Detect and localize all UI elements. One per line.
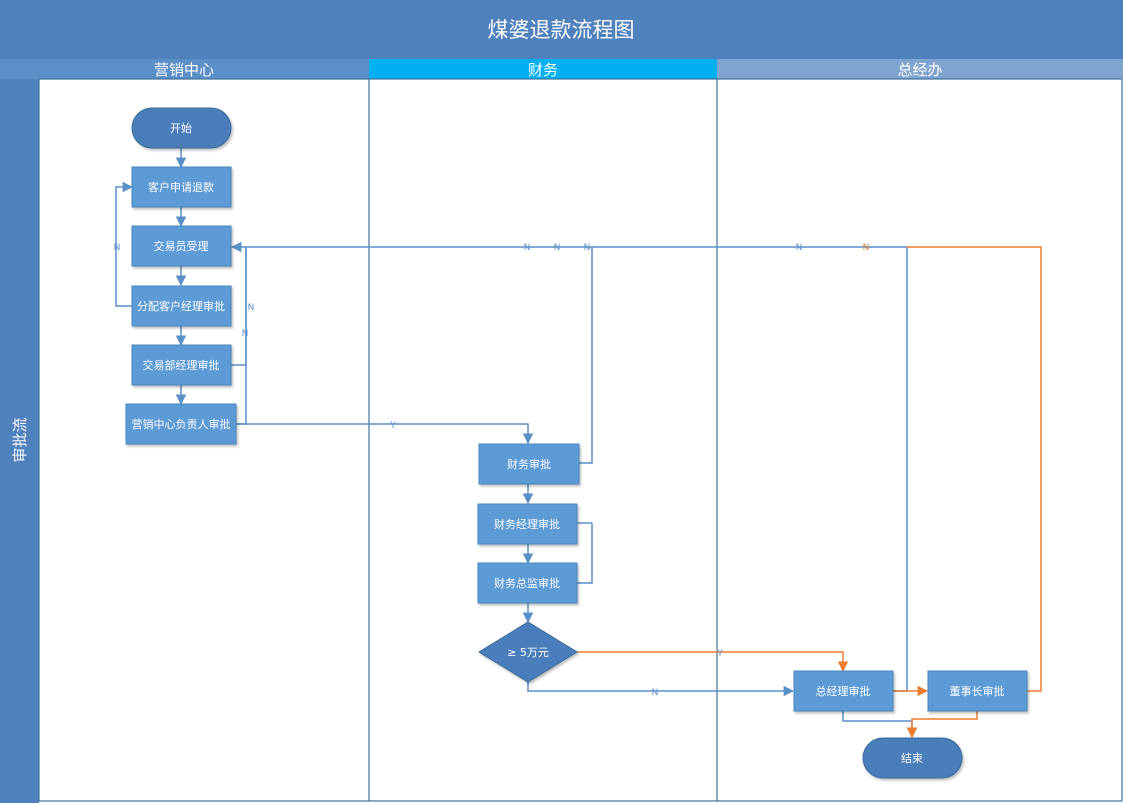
lane-label-finance: 财务 <box>528 61 558 79</box>
node-trader-accept-label: 交易员受理 <box>154 239 209 253</box>
node-marketing-head-label: 营销中心负责人审批 <box>132 417 231 431</box>
node-chairman-approval[interactable]: 董事长审批 <box>927 670 1028 712</box>
edge-head-approve <box>236 423 534 445</box>
edge-chairman-to-end <box>906 711 978 739</box>
edge-dept-reject <box>231 247 247 366</box>
edge-chairman-reject <box>907 246 1042 692</box>
node-customer-apply-label: 客户申请退款 <box>148 180 214 194</box>
edge-assign-reject-loop <box>115 181 134 307</box>
node-finance-manager[interactable]: 财务经理审批 <box>477 503 578 545</box>
connectors-orange <box>577 246 1042 739</box>
lane-label-marketing: 营销中心 <box>154 61 214 79</box>
node-amount-check[interactable]: ≥ 5万元 <box>478 621 578 683</box>
lane-header-gm-office <box>717 59 1123 79</box>
label-y-amount: Y <box>716 649 723 659</box>
node-gm-approval[interactable]: 总经理审批 <box>793 670 894 712</box>
label-n-return-3: N <box>584 243 591 253</box>
node-finance-review[interactable]: 财务审批 <box>478 443 580 485</box>
node-gm-approval-label: 总经理审批 <box>816 684 871 698</box>
label-n-return-5: N <box>863 243 870 253</box>
label-n-head: N <box>242 329 249 339</box>
side-label: 审批流 <box>11 417 29 462</box>
lane-label-gm-office: 总经办 <box>897 61 942 79</box>
side-label-column <box>0 79 39 803</box>
label-n-assign: N <box>114 243 121 253</box>
label-n-dept: N <box>248 303 255 313</box>
node-marketing-head[interactable]: 营销中心负责人审批 <box>125 403 237 445</box>
node-trade-dept-manager-label: 交易部经理审批 <box>143 358 220 372</box>
edge-labels: N N N N N N N N Y Y N <box>114 243 870 698</box>
edge-gm-reject <box>893 247 908 692</box>
node-end-label: 结束 <box>901 752 923 765</box>
edge-findir-reject <box>577 523 593 584</box>
node-end[interactable]: 结束 <box>862 737 963 779</box>
node-finance-director[interactable]: 财务总监审批 <box>477 562 578 604</box>
edge-check-no <box>527 682 795 697</box>
node-start-label: 开始 <box>170 121 192 135</box>
label-n-amount: N <box>652 688 659 698</box>
node-trader-accept[interactable]: 交易员受理 <box>131 225 232 267</box>
label-n-return-4: N <box>796 243 803 253</box>
lane-header-marketing <box>0 59 369 79</box>
node-finance-manager-label: 财务经理审批 <box>494 517 560 531</box>
edge-check-yes <box>577 651 849 673</box>
lanes-frame <box>38 78 1123 802</box>
diagram-title: 煤婆退款流程图 <box>488 18 635 42</box>
node-chairman-approval-label: 董事长审批 <box>950 684 1005 698</box>
node-trade-dept-manager[interactable]: 交易部经理审批 <box>131 344 232 386</box>
label-n-return-1: N <box>524 243 531 253</box>
node-start[interactable]: 开始 <box>131 107 232 149</box>
node-finance-director-label: 财务总监审批 <box>494 576 560 590</box>
connectors-blue <box>115 148 918 739</box>
edge-fin-reject <box>579 247 593 464</box>
node-assign-manager-label: 分配客户经理审批 <box>137 299 225 313</box>
title-bar <box>0 0 1123 59</box>
node-finance-review-label: 财务审批 <box>507 457 551 471</box>
node-customer-apply[interactable]: 客户申请退款 <box>131 166 232 208</box>
edge-gm-to-end <box>842 711 918 739</box>
label-n-return-2: N <box>554 243 561 253</box>
lane-header-finance <box>369 59 717 79</box>
node-amount-check-label: ≥ 5万元 <box>507 646 549 659</box>
label-y-head: Y <box>389 421 396 431</box>
node-assign-manager[interactable]: 分配客户经理审批 <box>131 285 232 327</box>
